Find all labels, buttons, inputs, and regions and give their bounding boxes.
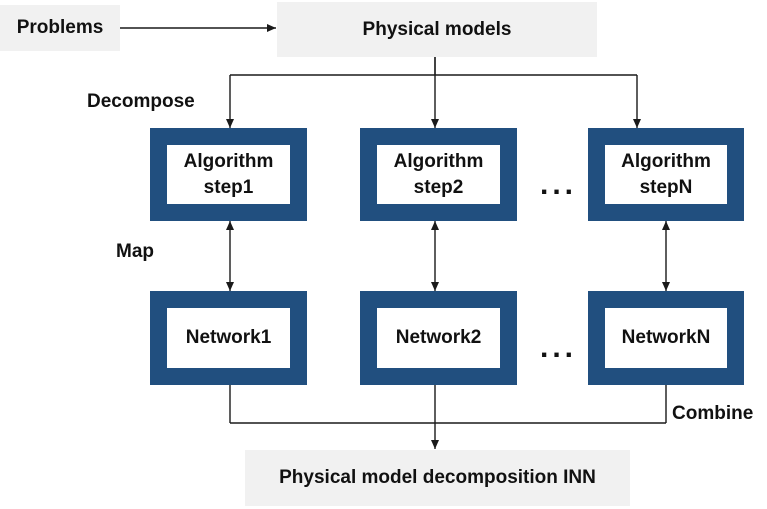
network1-box: Network1: [150, 291, 307, 385]
networkN-label: NetworkN: [621, 327, 711, 349]
algorithm-stepN-box: Algorithm stepN: [588, 128, 744, 221]
problems-box: Problems: [0, 5, 120, 51]
network2-box: Network2: [360, 291, 517, 385]
decompose-label: Decompose: [87, 91, 195, 112]
ellipsis-algorithms: ...: [540, 168, 578, 201]
algorithm-stepN-label: Algorithm stepN: [621, 150, 711, 198]
result-label: Physical model decomposition INN: [279, 467, 596, 488]
network2-label: Network2: [395, 327, 482, 349]
physical-models-box: Physical models: [277, 2, 597, 57]
algorithm-step1-label: Algorithm step1: [183, 150, 274, 198]
algorithm-step2-box: Algorithm step2: [360, 128, 517, 221]
map-label: Map: [116, 241, 154, 262]
ellipsis-networks: ...: [540, 331, 578, 364]
algorithm-step1-box: Algorithm step1: [150, 128, 307, 221]
network1-label: Network1: [185, 327, 272, 349]
problems-label: Problems: [16, 17, 104, 38]
combine-label: Combine: [672, 403, 754, 424]
physical-models-label: Physical models: [362, 18, 512, 40]
result-box: Physical model decomposition INN: [245, 450, 630, 506]
networkN-box: NetworkN: [588, 291, 744, 385]
algorithm-step2-label: Algorithm step2: [393, 150, 484, 198]
